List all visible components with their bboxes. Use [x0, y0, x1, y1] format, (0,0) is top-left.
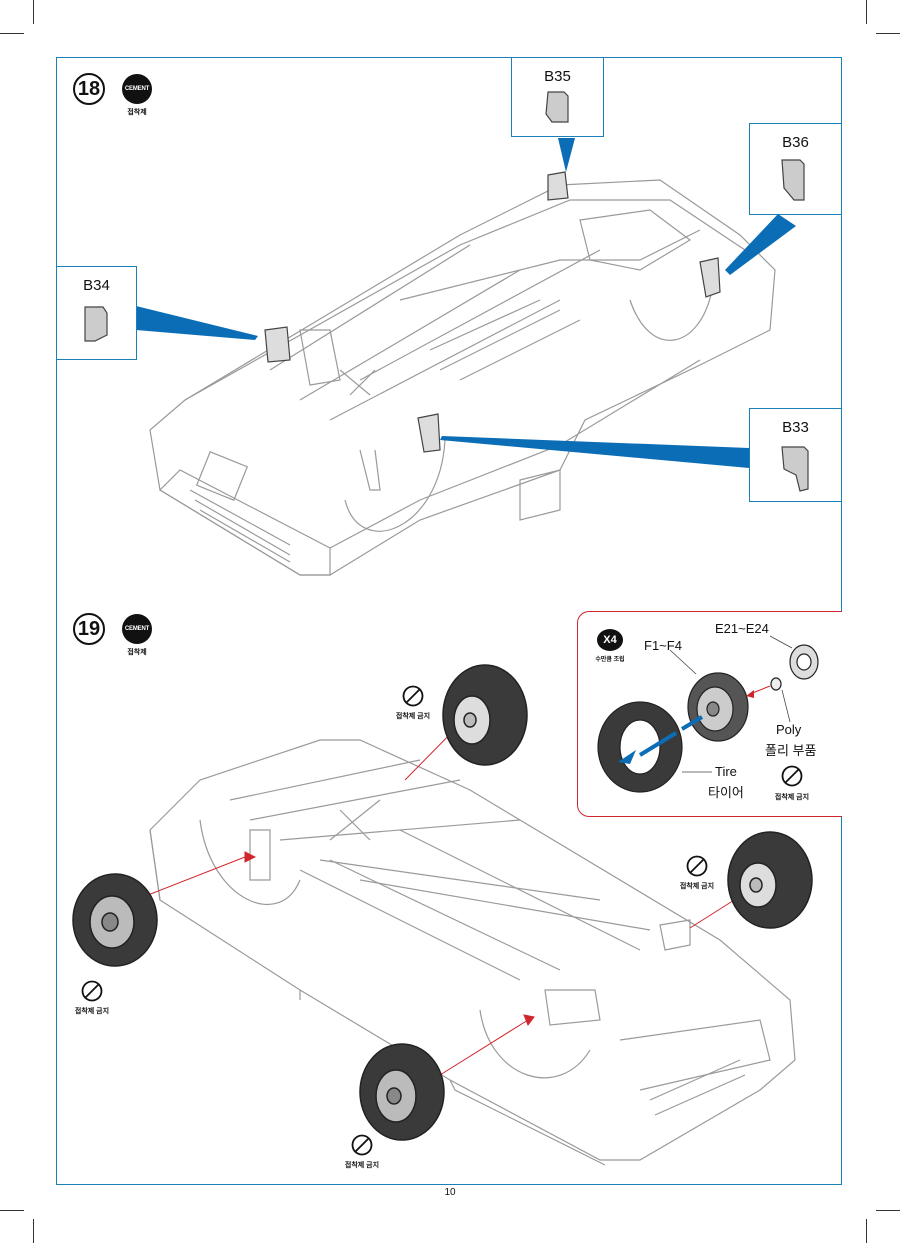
part-label: B34	[83, 277, 110, 294]
step-19-badge: 19	[73, 613, 105, 645]
step-18-badge: 18	[73, 73, 105, 105]
multiplier-caption: 수만큼 조립	[595, 657, 625, 663]
crop-mark	[33, 1219, 34, 1243]
tire-label-ko: 타이어	[708, 785, 744, 800]
no-cement-caption: 접착제 금지	[679, 883, 715, 890]
part-label: B36	[782, 134, 809, 151]
step-19-car-drawing	[72, 664, 813, 1166]
cement-caption: 접착제	[127, 109, 147, 116]
no-cement-caption: 접착제 금지	[74, 1008, 110, 1015]
part-b34-shape	[84, 306, 108, 342]
poly-label-ko: 폴리 부품	[765, 743, 817, 758]
part-box-b34: B34	[56, 266, 137, 360]
cement-icon: CEMENT	[122, 614, 152, 644]
crop-mark	[866, 0, 867, 24]
crop-mark	[876, 1210, 900, 1211]
crop-mark	[33, 0, 34, 24]
crop-mark	[876, 33, 900, 34]
tire-label-en: Tire	[715, 764, 737, 779]
part-box-b33: B33	[749, 408, 842, 502]
part-label: B35	[544, 68, 571, 85]
cement-icon: CEMENT	[122, 74, 152, 104]
no-cement-icon	[781, 765, 803, 787]
part-label: B33	[782, 419, 809, 436]
no-cement-icon	[81, 980, 103, 1002]
wheel-assembly-drawing	[597, 635, 819, 793]
part-box-b35: B35	[511, 57, 604, 137]
cement-caption: 접착제	[127, 649, 147, 656]
no-cement-icon	[402, 685, 424, 707]
wheel-label: F1~F4	[644, 638, 682, 653]
crop-mark	[0, 1210, 24, 1211]
part-box-b36: B36	[749, 123, 842, 215]
no-cement-caption: 접착제 금지	[344, 1162, 380, 1169]
crop-mark	[0, 33, 24, 34]
part-b36-shape	[781, 159, 805, 201]
no-cement-icon	[351, 1134, 373, 1156]
page-number: 10	[444, 1187, 456, 1198]
poly-label-en: Poly	[776, 722, 802, 737]
part-b35-shape	[545, 91, 569, 123]
wheel-assembly-inset: X4 수만큼 조립 F1~F4 E21~E24 Poly 폴리 부품 Tire …	[577, 611, 842, 817]
step-18-car-drawing	[136, 138, 796, 576]
no-cement-caption: 접착제 금지	[774, 794, 810, 801]
multiplier-badge: X4	[597, 629, 623, 651]
no-cement-icon	[686, 855, 708, 877]
cap-label: E21~E24	[715, 621, 769, 636]
part-b33-shape	[781, 446, 809, 492]
crop-mark	[866, 1219, 867, 1243]
no-cement-caption: 접착제 금지	[395, 713, 431, 720]
tire-group	[72, 664, 813, 1141]
